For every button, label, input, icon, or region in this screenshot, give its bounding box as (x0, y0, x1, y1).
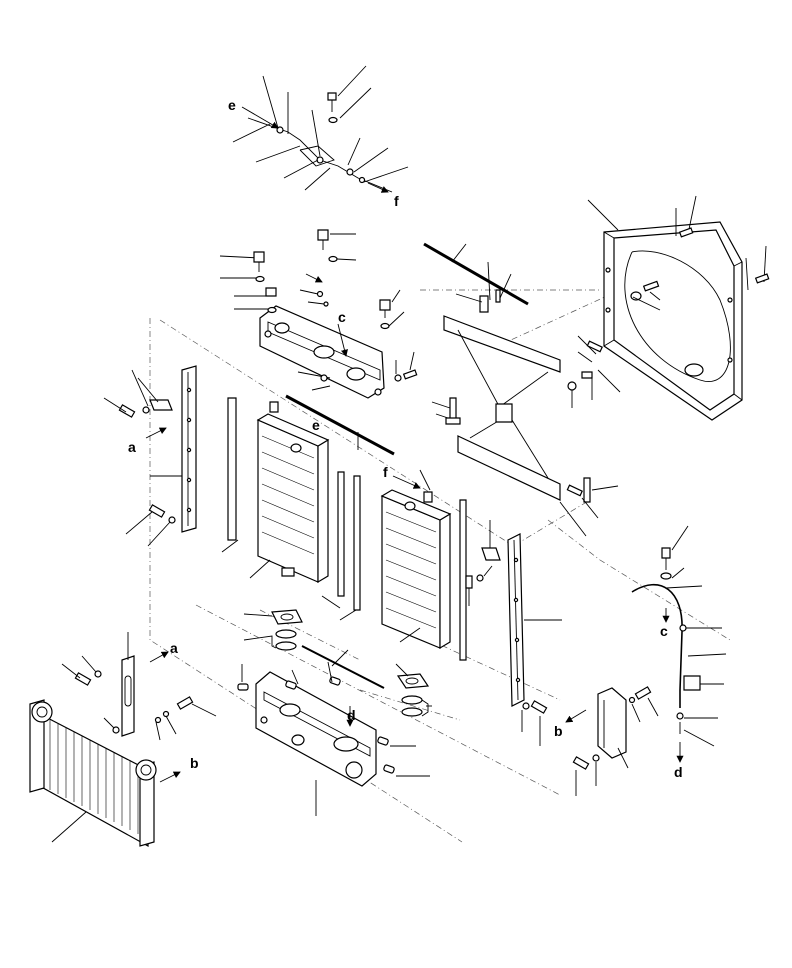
radiator-core-2 (340, 470, 466, 660)
aftercooler-fins (42, 716, 138, 834)
assembly-guide-lines (150, 290, 730, 842)
upper-tank (220, 230, 417, 398)
top-harness-assembly (233, 66, 408, 193)
marker-d-right: d (674, 764, 683, 780)
marker-c-upper: c (338, 309, 346, 325)
fan-shroud (588, 196, 769, 420)
hose-assembly (632, 526, 726, 763)
radiator-2-fins (386, 512, 436, 628)
marker-b-lower: b (190, 755, 199, 771)
right-side-bracket (466, 520, 586, 746)
marker-d-center: d (347, 707, 356, 723)
seal-strip-top (424, 244, 528, 304)
marker-e-top: e (228, 97, 236, 113)
reference-markers: e f c e f a a b b c d d (128, 97, 683, 780)
marker-f-mid: f (383, 464, 388, 480)
marker-a-left: a (128, 439, 136, 455)
marker-a-lower: a (170, 640, 178, 656)
radiator-core-1 (222, 398, 344, 608)
marker-c-right: c (660, 623, 668, 639)
lower-tank (238, 662, 430, 816)
support-frame (432, 262, 620, 536)
radiator-1-fins (262, 436, 314, 554)
gaskets (244, 610, 432, 716)
left-side-bracket (104, 366, 196, 546)
seal-strip-mid (286, 396, 394, 454)
marker-f-top: f (394, 193, 399, 209)
marker-b-right: b (554, 723, 563, 739)
aftercooler-core (30, 632, 216, 846)
marker-e-mid: e (312, 417, 320, 433)
right-corner-bracket (573, 687, 658, 796)
